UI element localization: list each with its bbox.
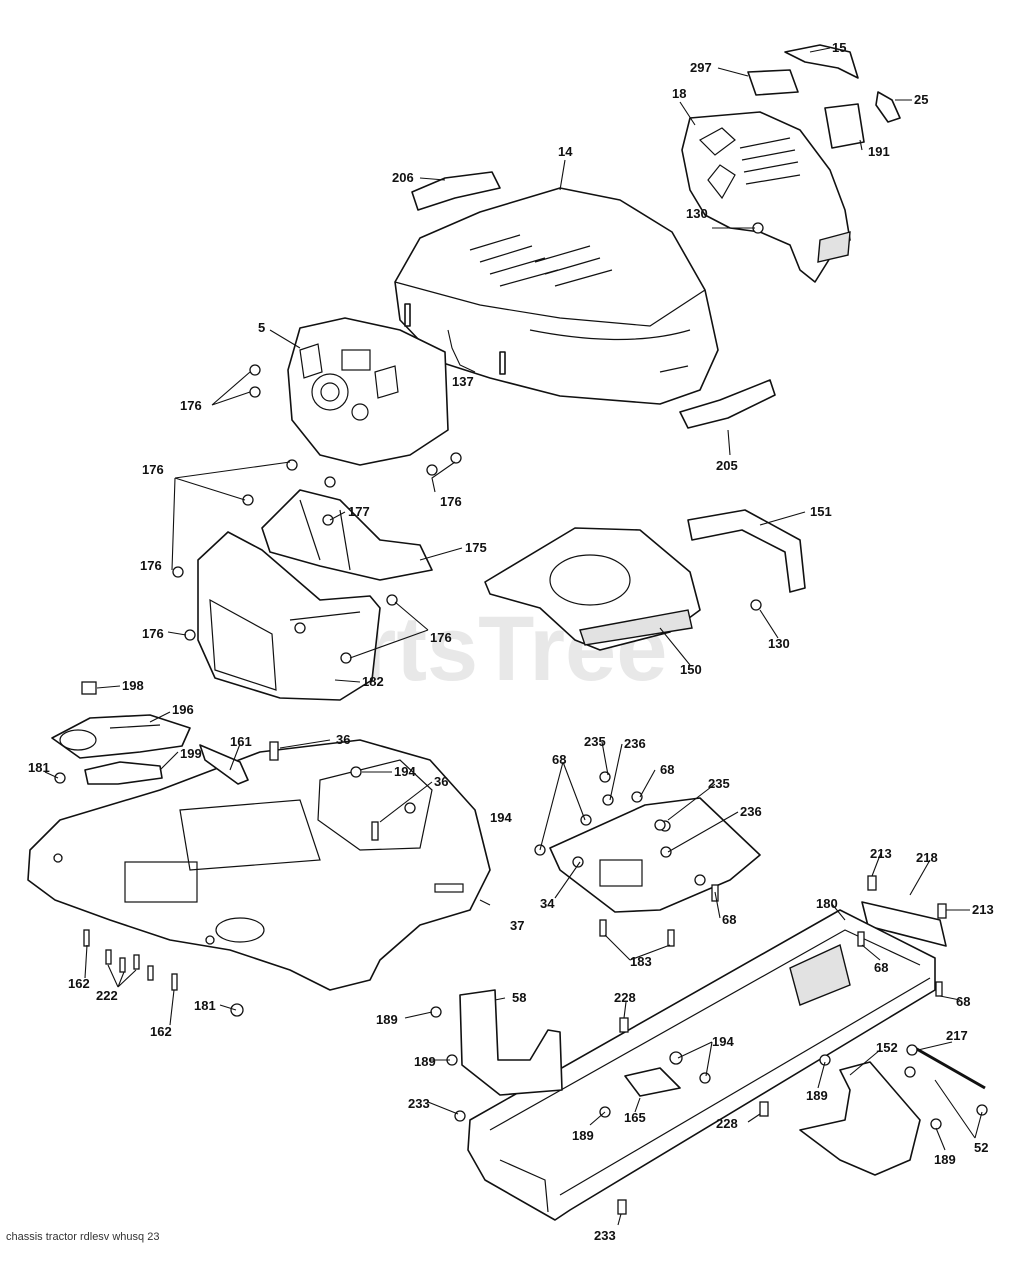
callout-205: 205 bbox=[716, 458, 738, 473]
part-25-bracket bbox=[875, 91, 901, 123]
part-15-light-lens bbox=[784, 44, 859, 79]
callout-181-b: 181 bbox=[194, 998, 216, 1013]
callout-198: 198 bbox=[122, 678, 144, 693]
callout-176-f: 176 bbox=[430, 630, 452, 645]
callout-217: 217 bbox=[946, 1028, 968, 1043]
callout-130-top: 130 bbox=[686, 206, 708, 221]
callout-165: 165 bbox=[624, 1110, 646, 1125]
callout-189-c: 189 bbox=[572, 1128, 594, 1143]
part-18-grille-housing bbox=[681, 111, 851, 283]
callout-218: 218 bbox=[916, 850, 938, 865]
callout-194-a: 194 bbox=[394, 764, 416, 779]
part-150-battery-tray bbox=[484, 527, 701, 651]
callout-176-a: 176 bbox=[180, 398, 202, 413]
part-161-lever bbox=[199, 744, 249, 785]
callout-68-d: 68 bbox=[874, 960, 888, 975]
callout-58: 58 bbox=[512, 990, 526, 1005]
part-191-pad bbox=[824, 103, 865, 149]
callout-176-b: 176 bbox=[142, 462, 164, 477]
callout-199: 199 bbox=[180, 746, 202, 761]
callout-176-e: 176 bbox=[142, 626, 164, 641]
part-182-lower-dash bbox=[197, 531, 381, 701]
callout-68-a: 68 bbox=[552, 752, 566, 767]
callout-297: 297 bbox=[690, 60, 712, 75]
callout-labels: 15 297 25 18 191 14 206 130 5 137 176 17… bbox=[28, 40, 994, 1243]
callout-236-a: 236 bbox=[624, 736, 646, 751]
callout-183: 183 bbox=[630, 954, 652, 969]
part-165-strap bbox=[624, 1067, 681, 1097]
callout-152: 152 bbox=[876, 1040, 898, 1055]
part-5-dash-panel bbox=[287, 317, 449, 466]
callout-36-b: 36 bbox=[434, 774, 448, 789]
callout-222: 222 bbox=[96, 988, 118, 1003]
callout-15: 15 bbox=[832, 40, 846, 55]
callout-206: 206 bbox=[392, 170, 414, 185]
callout-162-b: 162 bbox=[150, 1024, 172, 1039]
callout-191: 191 bbox=[868, 144, 890, 159]
part-34-mounting-plate bbox=[549, 797, 761, 913]
part-199-console-lower bbox=[84, 761, 163, 785]
part-58-bracket bbox=[459, 989, 563, 1096]
callout-189-b: 189 bbox=[414, 1054, 436, 1069]
callout-34: 34 bbox=[540, 896, 555, 911]
callout-233-a: 233 bbox=[408, 1096, 430, 1111]
part-217-rod bbox=[914, 1046, 986, 1090]
part-206-side-panel bbox=[411, 171, 501, 211]
part-152-guard bbox=[799, 1061, 921, 1176]
callout-68-c: 68 bbox=[722, 912, 736, 927]
callout-176-c: 176 bbox=[440, 494, 462, 509]
callout-189-a: 189 bbox=[376, 1012, 398, 1027]
callout-161: 161 bbox=[230, 734, 252, 749]
part-297-insert bbox=[747, 69, 799, 96]
part-180-frame bbox=[467, 909, 936, 1221]
callout-14: 14 bbox=[558, 144, 573, 159]
callout-137: 137 bbox=[452, 374, 474, 389]
callout-233-b: 233 bbox=[594, 1228, 616, 1243]
callout-228-a: 228 bbox=[614, 990, 636, 1005]
callout-189-e: 189 bbox=[934, 1152, 956, 1167]
footer-code: chassis tractor rdlesv whusq 23 bbox=[6, 1231, 159, 1243]
part-196-console-top bbox=[51, 714, 191, 759]
callout-189-d: 189 bbox=[806, 1088, 828, 1103]
callout-235-b: 235 bbox=[708, 776, 730, 791]
callout-176-d: 176 bbox=[140, 558, 162, 573]
callout-181-a: 181 bbox=[28, 760, 50, 775]
callout-213-a: 213 bbox=[870, 846, 892, 861]
callout-182: 182 bbox=[362, 674, 384, 689]
callout-194-b: 194 bbox=[490, 810, 512, 825]
callout-213-b: 213 bbox=[972, 902, 994, 917]
callout-151: 151 bbox=[810, 504, 832, 519]
part-175-steering-bracket bbox=[261, 489, 433, 581]
callout-194-c: 194 bbox=[712, 1034, 734, 1049]
callout-68-b: 68 bbox=[660, 762, 674, 777]
callout-177: 177 bbox=[348, 504, 370, 519]
callout-68-e: 68 bbox=[956, 994, 970, 1009]
part-137-gasket-strips bbox=[404, 303, 506, 375]
callout-52: 52 bbox=[974, 1140, 988, 1155]
part-218-bracket bbox=[861, 901, 947, 947]
part-205-side-panel bbox=[679, 379, 776, 429]
callout-236-b: 236 bbox=[740, 804, 762, 819]
part-151-bracket bbox=[687, 509, 806, 593]
callout-36-a: 36 bbox=[336, 732, 350, 747]
callout-5: 5 bbox=[258, 320, 265, 335]
callout-235-a: 235 bbox=[584, 734, 606, 749]
callout-180: 180 bbox=[816, 896, 838, 911]
callout-25: 25 bbox=[914, 92, 928, 107]
callout-162-a: 162 bbox=[68, 976, 90, 991]
callout-18: 18 bbox=[672, 86, 686, 101]
callout-228-b: 228 bbox=[716, 1116, 738, 1131]
part-14-hood bbox=[394, 187, 719, 405]
callout-196: 196 bbox=[172, 702, 194, 717]
callout-175: 175 bbox=[465, 540, 487, 555]
callout-150: 150 bbox=[680, 662, 702, 677]
callout-37: 37 bbox=[510, 918, 524, 933]
leader-lines bbox=[44, 47, 983, 1226]
callout-130-right: 130 bbox=[768, 636, 790, 651]
